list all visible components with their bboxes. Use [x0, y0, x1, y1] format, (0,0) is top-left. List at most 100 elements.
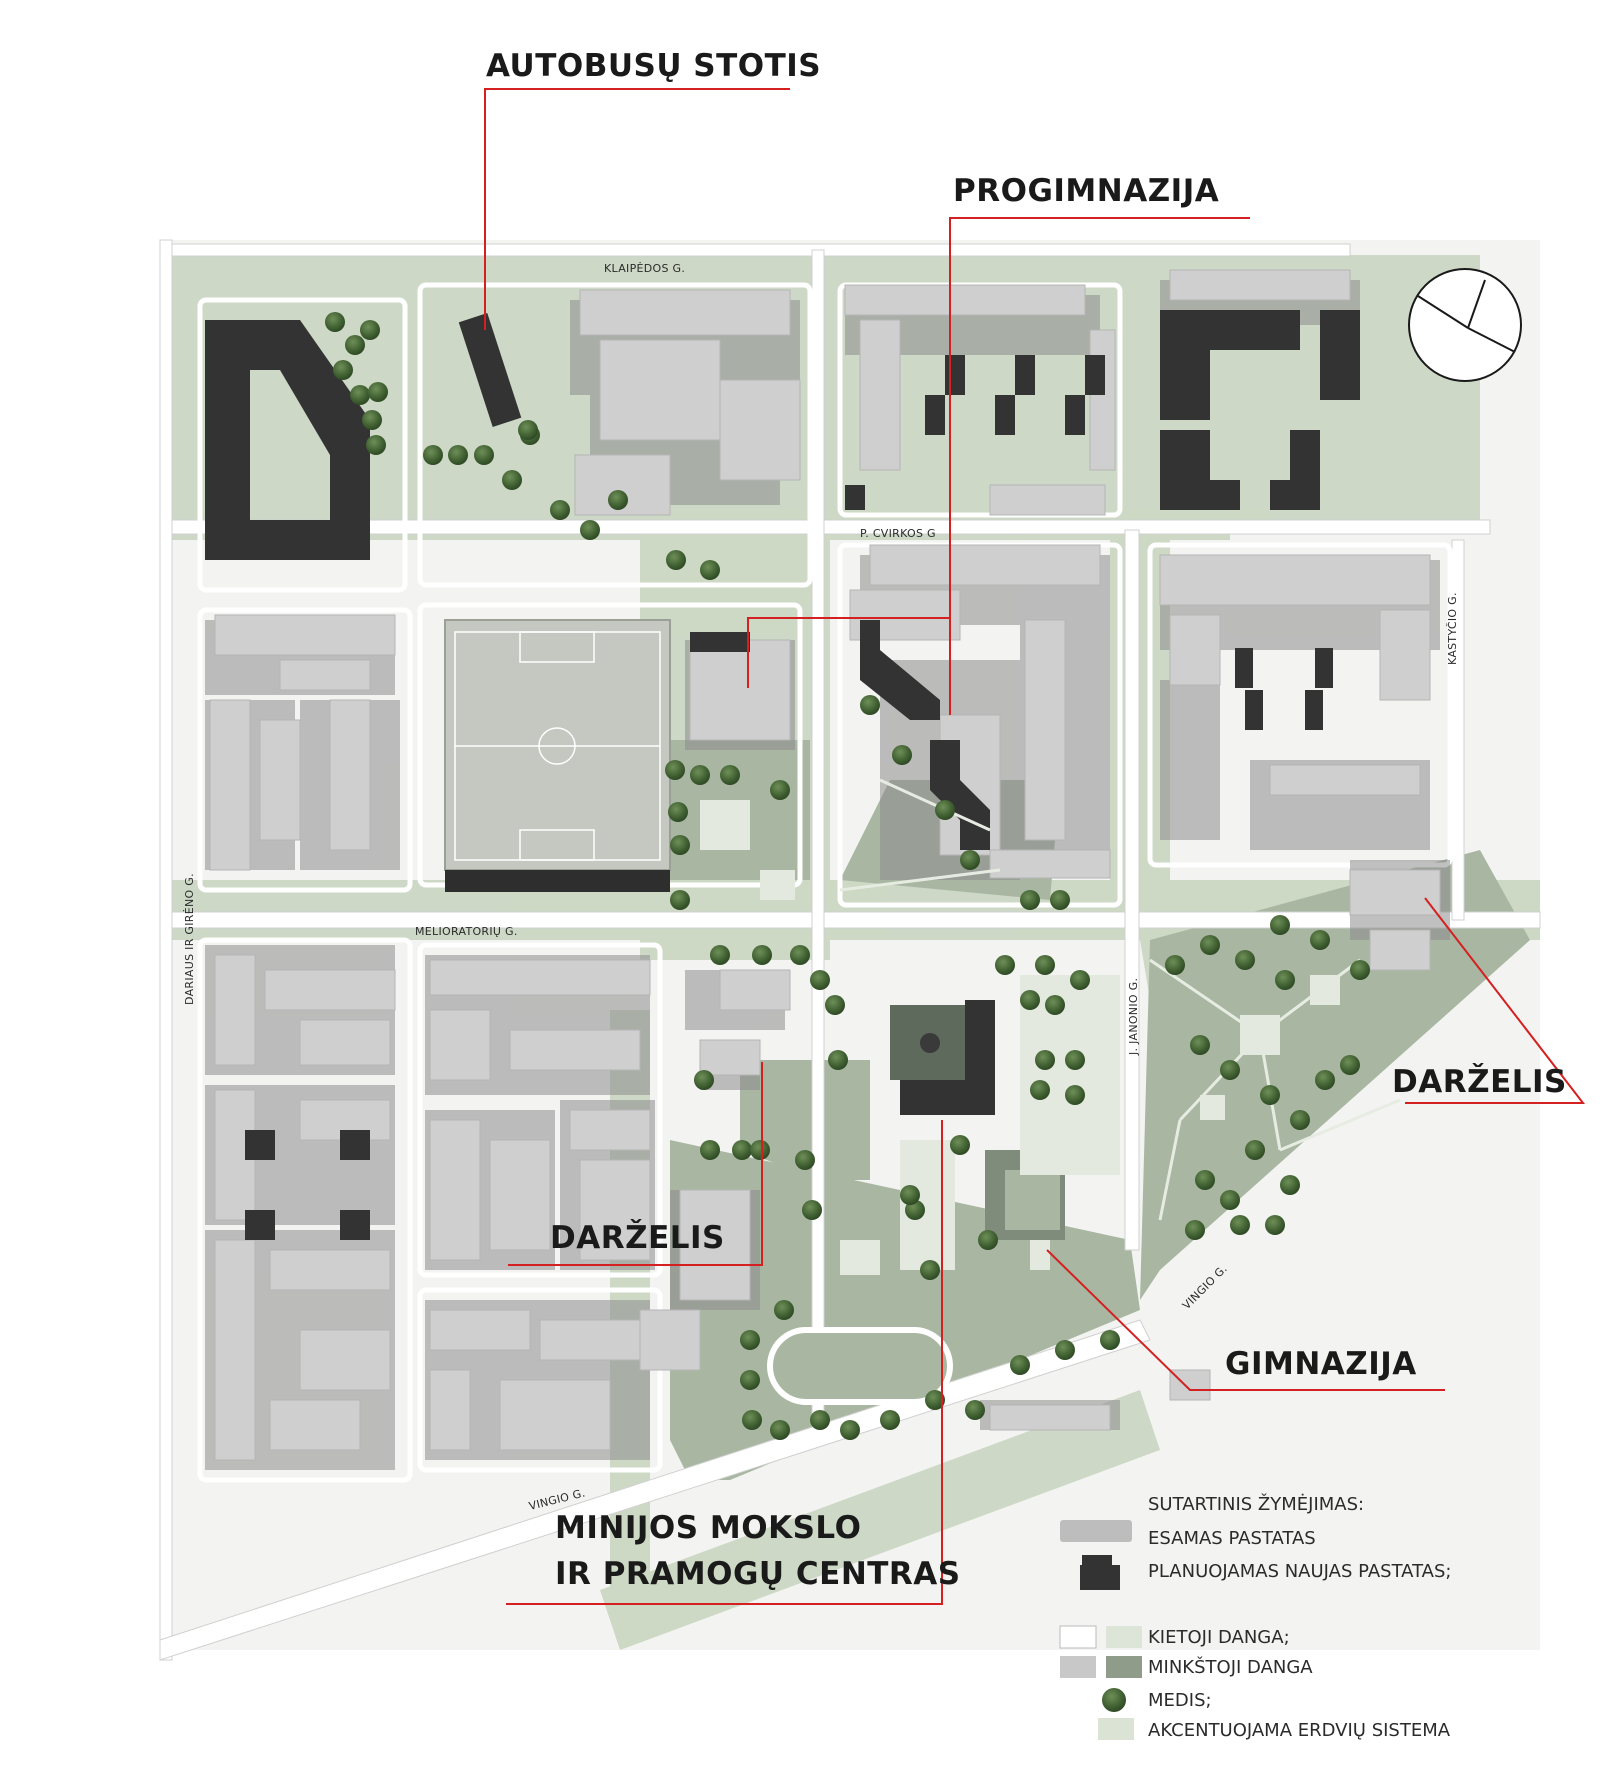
tree-icon [1260, 1085, 1280, 1105]
tree-icon [1045, 995, 1065, 1015]
callout-line-progymnasium [949, 217, 1250, 715]
tree-icon [1190, 1035, 1210, 1055]
tree-icon [333, 360, 353, 380]
legend-title: SUTARTINIS ŽYMĖJIMAS: [1148, 1494, 1365, 1515]
tree-icon [770, 780, 790, 800]
legend-existing-building: ESAMAS PASTATAS [1148, 1528, 1316, 1549]
tree-icon [1270, 915, 1290, 935]
tree-icon [802, 1200, 822, 1220]
tree-icon [950, 1135, 970, 1155]
tree-icon [770, 1420, 790, 1440]
tree-icon [448, 445, 468, 465]
tree-icon [1350, 960, 1370, 980]
callout-progymnasium: PROGIMNAZIJA [953, 173, 1220, 209]
callout-line-kindergarten-east [1405, 897, 1586, 1104]
tree-icon [1065, 1085, 1085, 1105]
callout-gymnasium: GIMNAZIJA [1225, 1346, 1417, 1382]
tree-icon [608, 490, 628, 510]
tree-icon [1290, 1110, 1310, 1130]
tree-icon [665, 760, 685, 780]
tree-icon [366, 435, 386, 455]
callout-line-bus-station [484, 88, 790, 330]
tree-icon [752, 945, 772, 965]
tree-icon [750, 1140, 770, 1160]
tree-icon [1200, 935, 1220, 955]
tree-icon [900, 1185, 920, 1205]
tree-icon [1310, 930, 1330, 950]
tree-icon [694, 1070, 714, 1090]
tree-icon [795, 1150, 815, 1170]
legend-accent-system: AKCENTUOJAMA ERDVIŲ SISTEMA [1148, 1720, 1451, 1741]
street-label-cvirkos: P. CVIRKOS G [860, 527, 936, 540]
legend-soft-surface: MINKŠTOJI DANGA [1148, 1657, 1313, 1678]
tree-icon [1315, 1070, 1335, 1090]
callout-line-minija-center [506, 1120, 943, 1605]
tree-icon [840, 1420, 860, 1440]
tree-icon [720, 765, 740, 785]
tree-icon [790, 945, 810, 965]
tree-icon [965, 1400, 985, 1420]
tree-icon [1165, 955, 1185, 975]
tree-icon [860, 695, 880, 715]
tree-icon [368, 382, 388, 402]
tree-icon [1245, 1140, 1265, 1160]
tree-icon [995, 955, 1015, 975]
legend-swatches [1059, 1520, 1142, 1740]
street-label-darius-girenas: DARIAUS IR GIRĖNO G. [183, 873, 196, 1005]
callout-line-kindergarten-center [508, 1062, 763, 1266]
tree-icon [742, 1410, 762, 1430]
tree-icon [700, 1140, 720, 1160]
tree-icon [960, 850, 980, 870]
tree-icon [925, 1390, 945, 1410]
running-track [767, 1327, 953, 1405]
tree-icon [362, 410, 382, 430]
tree-icon [700, 560, 720, 580]
tree-icon [1070, 970, 1090, 990]
tree-icon [740, 1330, 760, 1350]
tree-icon [892, 745, 912, 765]
callout-line-progymnasium-branch [747, 617, 950, 688]
tree-icon [1065, 1050, 1085, 1070]
legend-swatch-hard-green [1106, 1626, 1142, 1648]
callout-lines [484, 88, 1586, 1605]
tree-icon [880, 1410, 900, 1430]
hard-surface-plazas [700, 800, 1340, 1275]
legend-planned-building: PLANUOJAMAS NAUJAS PASTATAS; [1148, 1561, 1452, 1582]
tree-icon [810, 1410, 830, 1430]
legend-swatch-tree [1102, 1688, 1126, 1712]
tree-icon [668, 802, 688, 822]
tree-icon [828, 1050, 848, 1070]
tree-icon [325, 312, 345, 332]
tree-icon [978, 1230, 998, 1250]
callout-bus-station: AUTOBUSŲ STOTIS [486, 48, 822, 84]
tree-icon [1280, 1175, 1300, 1195]
legend-swatch-soft-green [1106, 1656, 1142, 1678]
tree-icon [1220, 1060, 1240, 1080]
legend-swatch-existing [1060, 1520, 1132, 1542]
tree-icon [1195, 1170, 1215, 1190]
street-label-janonio: J. JANONIO G. [1127, 978, 1140, 1056]
callout-minija-center-line1: MINIJOS MOKSLO [555, 1510, 862, 1546]
tree-icon [1020, 890, 1040, 910]
legend-swatch-soft-grey [1060, 1656, 1096, 1678]
tree-icon [1010, 1355, 1030, 1375]
tree-icon [935, 800, 955, 820]
tree-icon [774, 1300, 794, 1320]
tree-icon [1220, 1190, 1240, 1210]
tree-icon [518, 420, 538, 440]
trees [325, 312, 1370, 1440]
tree-icon [1035, 955, 1055, 975]
callout-line-gymnasium [1046, 1249, 1445, 1391]
tree-icon [666, 550, 686, 570]
tree-icon [423, 445, 443, 465]
street-label-melioratoriu: MELIORATORIŲ G. [415, 925, 518, 938]
tree-icon [1235, 950, 1255, 970]
tree-icon [670, 835, 690, 855]
tree-icon [1230, 1215, 1250, 1235]
tree-icon [350, 385, 370, 405]
football-field [444, 619, 671, 892]
tree-icon [502, 470, 522, 490]
tree-icon [825, 995, 845, 1015]
tree-icon [1100, 1330, 1120, 1350]
